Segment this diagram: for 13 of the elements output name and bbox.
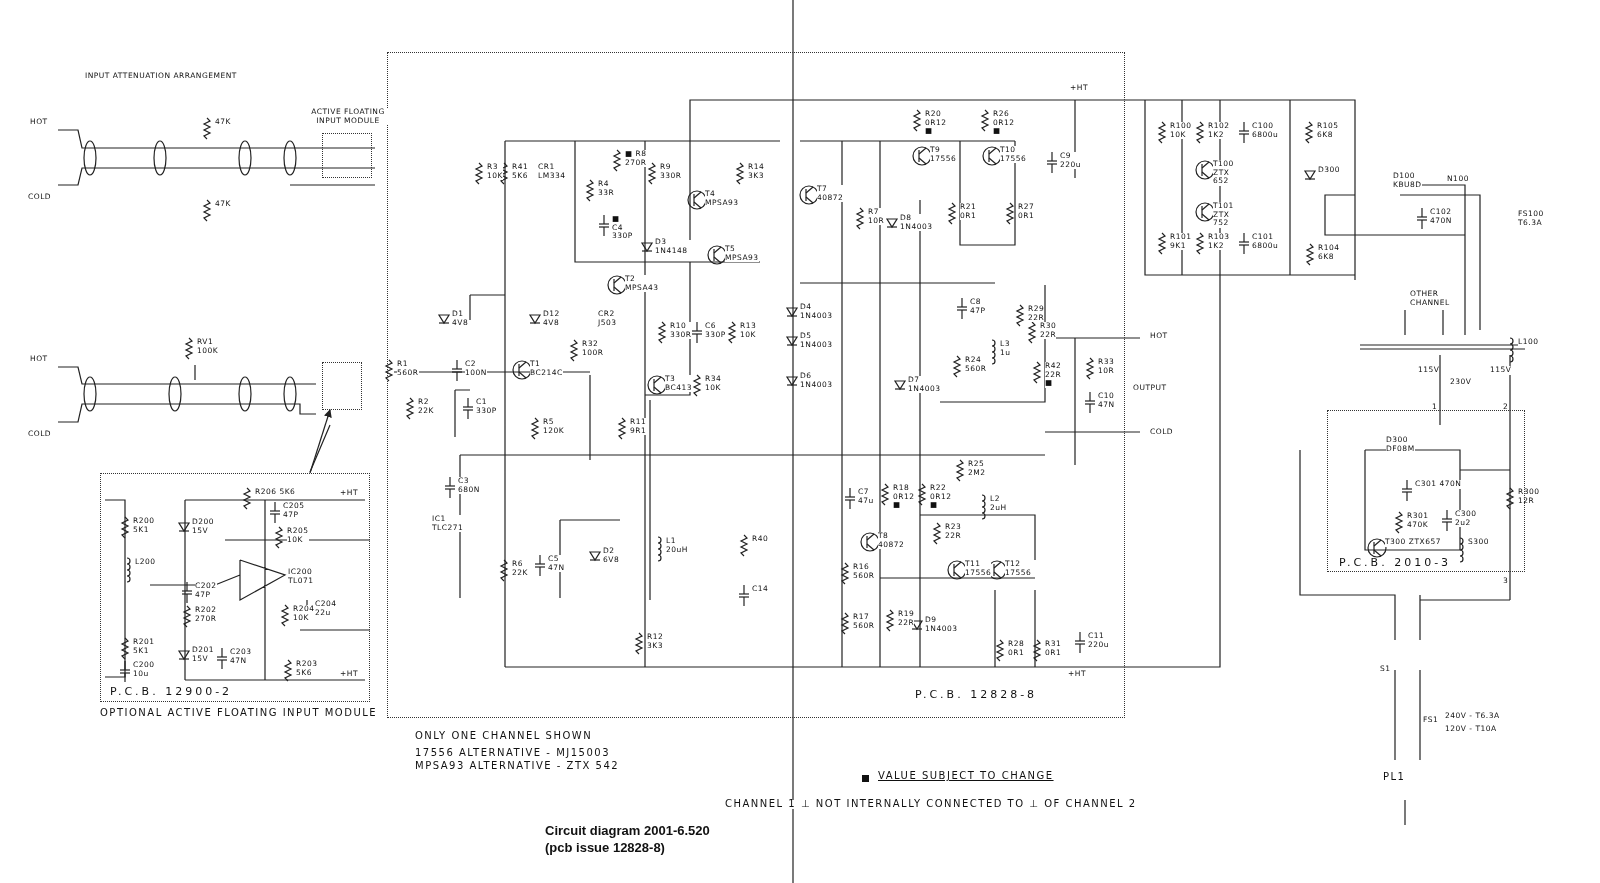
board-number: P.C.B. 12900-2: [110, 685, 233, 698]
board-number: P.C.B. 2010-3: [1339, 556, 1452, 569]
note-text: ONLY ONE CHANNEL SHOWN: [415, 732, 593, 741]
legend-text: VALUE SUBJECT TO CHANGE: [878, 772, 1054, 781]
leader-line: [309, 409, 332, 474]
note-text: MPSA93 ALTERNATIVE - ZTX 542: [415, 762, 620, 771]
board-number: P.C.B. 12828-8: [915, 688, 1038, 701]
caption: (pcb issue 12828-8): [545, 840, 665, 855]
note-text: PL1: [1383, 773, 1406, 782]
note-text: CHANNEL 1 ⊥ NOT INTERNALLY CONNECTED TO ⊥ OF CHANNEL 2: [725, 800, 1137, 809]
note-text: 17556 ALTERNATIVE - MJ15003: [415, 749, 611, 758]
module-caption: OPTIONAL ACTIVE FLOATING INPUT MODULE: [100, 709, 378, 718]
title: Circuit diagram 2001-6.520: [545, 823, 710, 838]
